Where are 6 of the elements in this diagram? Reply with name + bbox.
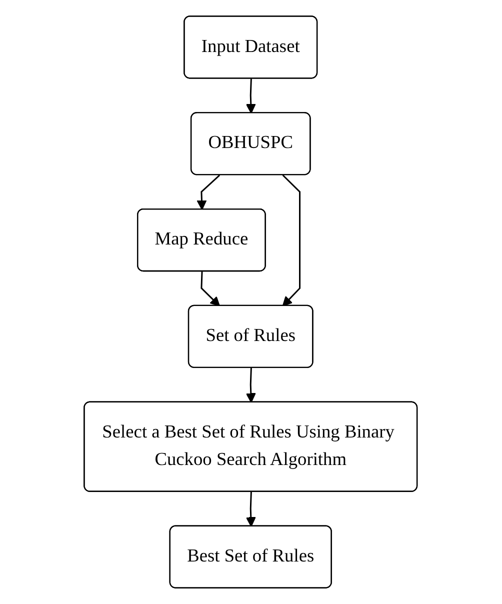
arrow bbox=[246, 492, 256, 527]
arrow bbox=[201, 272, 220, 306]
arrow bbox=[197, 174, 220, 210]
arrow bbox=[246, 368, 256, 403]
arrow bbox=[246, 78, 256, 114]
arrow bbox=[282, 174, 301, 306]
